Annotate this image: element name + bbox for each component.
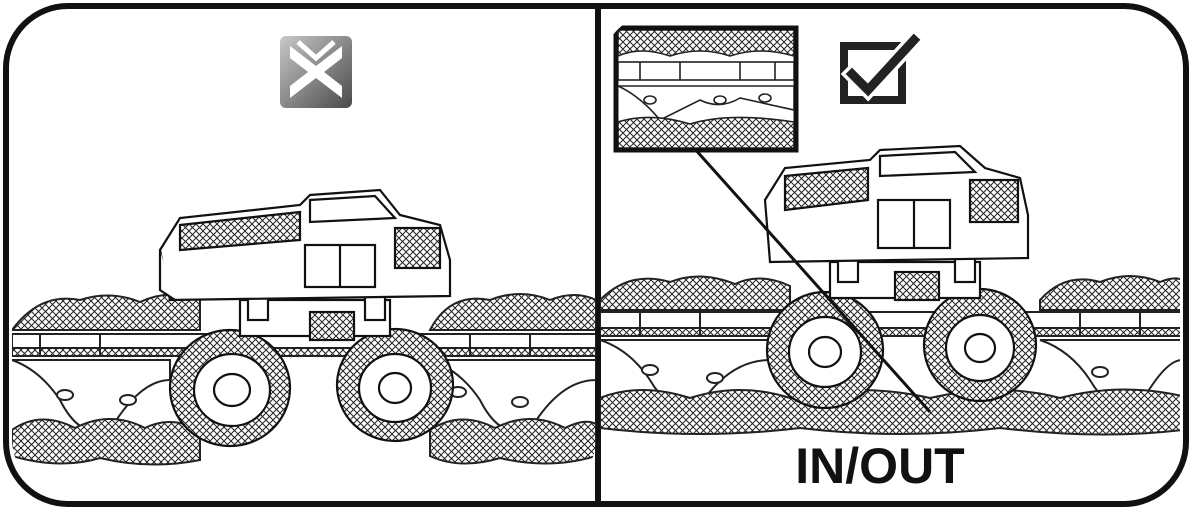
monster-truck-right bbox=[763, 144, 1038, 410]
zoom-pointer-line bbox=[692, 147, 932, 413]
cross-mark-icon bbox=[280, 36, 352, 108]
left-panel bbox=[12, 36, 596, 466]
detail-inset bbox=[613, 25, 799, 153]
track-right bbox=[600, 275, 1180, 436]
check-mark-icon bbox=[840, 28, 926, 104]
in-out-caption: IN/OUT bbox=[795, 438, 965, 494]
right-panel bbox=[600, 25, 1180, 436]
monster-truck-left bbox=[158, 188, 455, 448]
